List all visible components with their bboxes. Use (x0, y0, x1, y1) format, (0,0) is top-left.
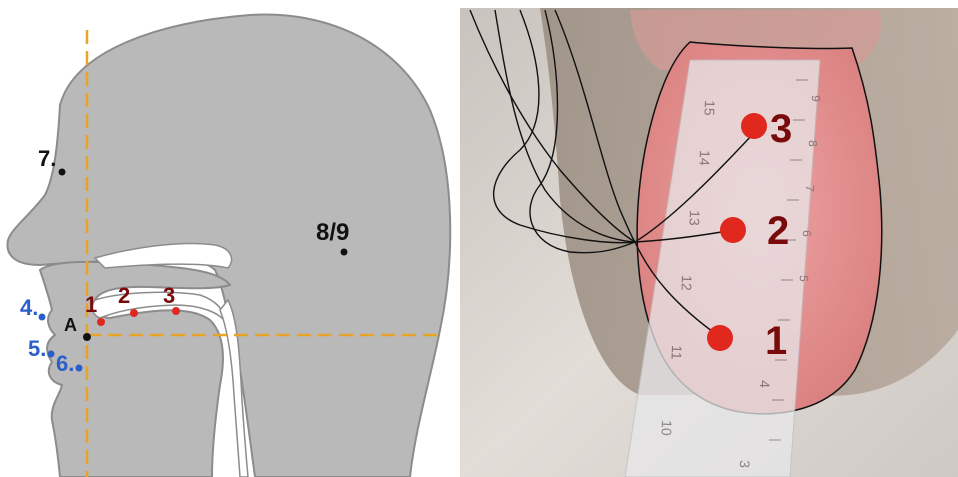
ruler-number-9: 9 (809, 95, 823, 102)
ruler-number-5: 5 (797, 275, 811, 282)
photo-sensor-3 (741, 113, 767, 139)
reference-point-a (83, 333, 91, 341)
ruler-number-6: 6 (800, 230, 814, 237)
photo-label-2: 2 (767, 209, 789, 253)
photo-sensor-2 (720, 217, 746, 243)
tongue-label-2: 2 (118, 283, 130, 308)
ruler-number-7: 7 (803, 185, 817, 192)
reference-label-a: A (64, 315, 77, 335)
photo-sensor-1 (707, 325, 733, 351)
tongue-label-3: 3 (163, 283, 175, 308)
lip-point-6 (76, 365, 83, 372)
lip-point-5 (48, 351, 55, 358)
nose-point-7 (59, 169, 66, 176)
ruler-number-12: 12 (678, 275, 695, 291)
lip-label-5: 5. (28, 336, 46, 361)
photo-label-1: 1 (765, 319, 787, 363)
lip-label-6: 6. (56, 351, 74, 376)
ruler-number-10: 10 (658, 420, 675, 436)
lip-point-4 (39, 314, 46, 321)
sagittal-diagram: 1 2 3 4. 5. 6. A 7. 8/9 (7, 15, 450, 477)
tongue-point-1 (97, 318, 105, 326)
head-point-8-9 (341, 249, 348, 256)
ruler-number-13: 13 (686, 210, 703, 226)
nose-label-7: 7. (38, 146, 56, 171)
head-label-8-9: 8/9 (316, 219, 349, 246)
lip-label-4: 4. (20, 295, 38, 320)
tongue-point-3 (172, 307, 180, 315)
ruler-number-14: 14 (696, 150, 713, 166)
ruler-number-11: 11 (668, 345, 685, 360)
ruler-number-4: 4 (757, 380, 773, 389)
ruler-number-3: 3 (737, 460, 753, 469)
tongue-label-1: 1 (85, 292, 97, 317)
tongue-point-2 (130, 309, 138, 317)
photo-label-3: 3 (770, 107, 792, 151)
tongue-photo: 15 14 13 12 11 10 9 8 7 6 5 4 3 (460, 8, 958, 477)
ruler-number-15: 15 (701, 100, 718, 116)
ruler-number-8: 8 (806, 140, 820, 147)
